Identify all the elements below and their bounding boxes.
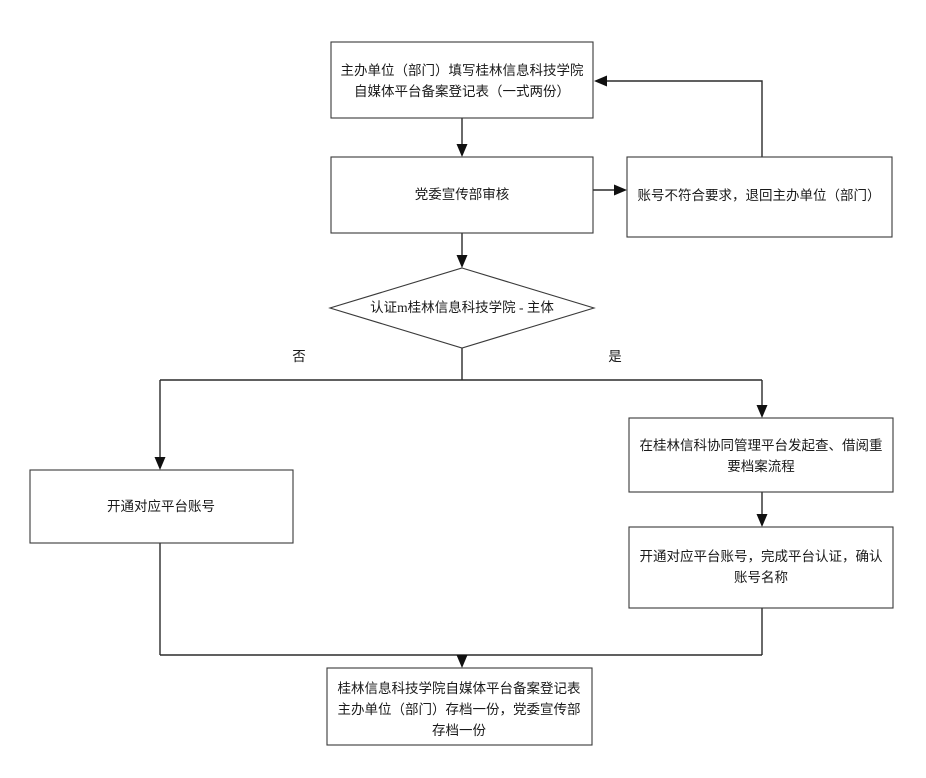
node-apply[interactable]: 主办单位（部门）填写桂林信息科技学院 自媒体平台备案登记表（一式两份） <box>330 41 594 119</box>
node-open-account-verified[interactable]: 开通对应平台账号，完成平台认证，确认 账号名称 <box>628 526 894 609</box>
branch-label-yes: 是 <box>608 349 622 364</box>
connector-apply-to-review <box>456 118 468 157</box>
connector-yes-branch-to-archive-flow <box>756 380 768 418</box>
connector-decision-split-bus <box>160 348 762 381</box>
node-reject-line-1: 账号不符合要求，退回主办单位（部门） <box>638 188 881 203</box>
connector-archive-to-open-account-verified <box>756 492 768 527</box>
node-apply-line-1: 主办单位（部门）填写桂林信息科技学院 <box>341 62 584 78</box>
connector-no-branch-to-open-account <box>154 380 166 470</box>
node-decision[interactable]: 认证m桂林信息科技学院 - 主体 <box>328 267 596 349</box>
node-archive-flow[interactable]: 在桂林信科协同管理平台发起查、借阅重 要档案流程 <box>628 417 894 493</box>
node-reject[interactable]: 账号不符合要求，退回主办单位（部门） <box>626 156 893 238</box>
node-review[interactable]: 党委宣传部审核 <box>330 156 594 234</box>
connector-reject-feedback-to-apply <box>594 75 763 157</box>
node-final-archive-line-3: 存档一份 <box>432 723 486 738</box>
connector-review-to-decision <box>456 233 468 268</box>
node-archive-flow-line-1: 在桂林信科协同管理平台发起查、借阅重 <box>640 438 883 453</box>
node-apply-line-2: 自媒体平台备案登记表（一式两份） <box>354 83 570 99</box>
connector-merge-bus-to-final <box>159 543 763 668</box>
node-final-archive[interactable]: 桂林信息科技学院自媒体平台备案登记表 主办单位（部门）存档一份，党委宣传部 存档… <box>326 667 593 746</box>
node-decision-label: 认证m桂林信息科技学院 - 主体 <box>370 299 554 315</box>
node-final-archive-line-2: 主办单位（部门）存档一份，党委宣传部 <box>338 702 581 717</box>
connector-review-to-reject <box>593 184 627 196</box>
node-archive-flow-line-2: 要档案流程 <box>727 458 795 474</box>
node-open-account-simple[interactable]: 开通对应平台账号 <box>29 469 294 544</box>
node-open-account-simple-line-1: 开通对应平台账号 <box>107 498 215 514</box>
node-final-archive-line-1: 桂林信息科技学院自媒体平台备案登记表 <box>338 680 581 696</box>
branch-label-no: 否 <box>292 349 306 364</box>
node-open-account-verified-line-2: 账号名称 <box>734 570 788 585</box>
node-review-line-1: 党委宣传部审核 <box>415 187 510 202</box>
node-open-account-verified-line-1: 开通对应平台账号，完成平台认证，确认 <box>640 548 883 564</box>
